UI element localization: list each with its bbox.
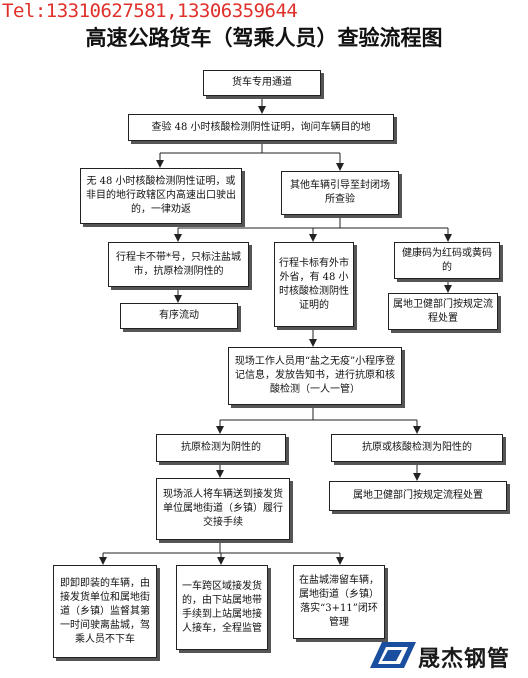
node-orderly-flow: 有序流动 bbox=[120, 303, 238, 329]
node-truck-lane: 货车专用通道 bbox=[203, 70, 321, 96]
company-logo-text: 晟杰钢管 bbox=[418, 647, 511, 672]
node-test-positive: 抗原或核酸检测为阳性的 bbox=[331, 434, 503, 462]
node-cross-region: 一车跨区域接发货的，由下站属地带手续到上站属地接人接车，全程监管 bbox=[176, 565, 268, 650]
node-check-certificate: 查验 48 小时核酸检测阴性证明，询问车辆目的地 bbox=[128, 114, 394, 141]
node-trip-card-local: 行程卡不带*号，只标注盐城市，抗原检测阴性的 bbox=[108, 242, 249, 287]
node-unload-load: 即卸即装的车辆，由接发货单位和属地街道（乡镇）监督其第一时间驶离盐城，驾乘人员不… bbox=[53, 565, 157, 658]
node-guide-to-site: 其他车辆引导至封闭场所查验 bbox=[281, 171, 399, 215]
node-handover: 现场派人将车辆送到接发货单位属地街道（乡镇）履行交接手续 bbox=[156, 478, 290, 540]
company-logo-icon bbox=[370, 642, 416, 668]
watermark-phone: Tel:13310627581,13306359644 bbox=[2, 0, 298, 22]
node-register-and-test: 现场工作人员用“盐之无疫”小程序登记信息，发放告知书，进行抗原和核酸检测（一人一… bbox=[228, 347, 402, 405]
node-persuade-return: 无 48 小时核酸检测阴性证明，或非目的地行政辖区内高速出口驶出的，一律劝返 bbox=[80, 168, 242, 224]
node-trip-card-external: 行程卡标有外市外省，有 48 小时核酸检测阴性证明的 bbox=[274, 242, 354, 327]
node-health-code-red-yellow: 健康码为红码或黄码的 bbox=[394, 242, 500, 279]
node-health-dept-disposal-1: 属地卫健部门按规定流程处置 bbox=[388, 293, 498, 330]
page-title: 高速公路货车（驾乘人员）查验流程图 bbox=[85, 25, 443, 50]
node-closed-loop: 在盐城滞留车辆，属地街道（乡镇）落实“3+11”闭环管理 bbox=[293, 565, 385, 639]
node-health-dept-disposal-2: 属地卫健部门按规定流程处置 bbox=[329, 481, 507, 511]
node-antigen-negative: 抗原检测为阴性的 bbox=[156, 434, 286, 462]
